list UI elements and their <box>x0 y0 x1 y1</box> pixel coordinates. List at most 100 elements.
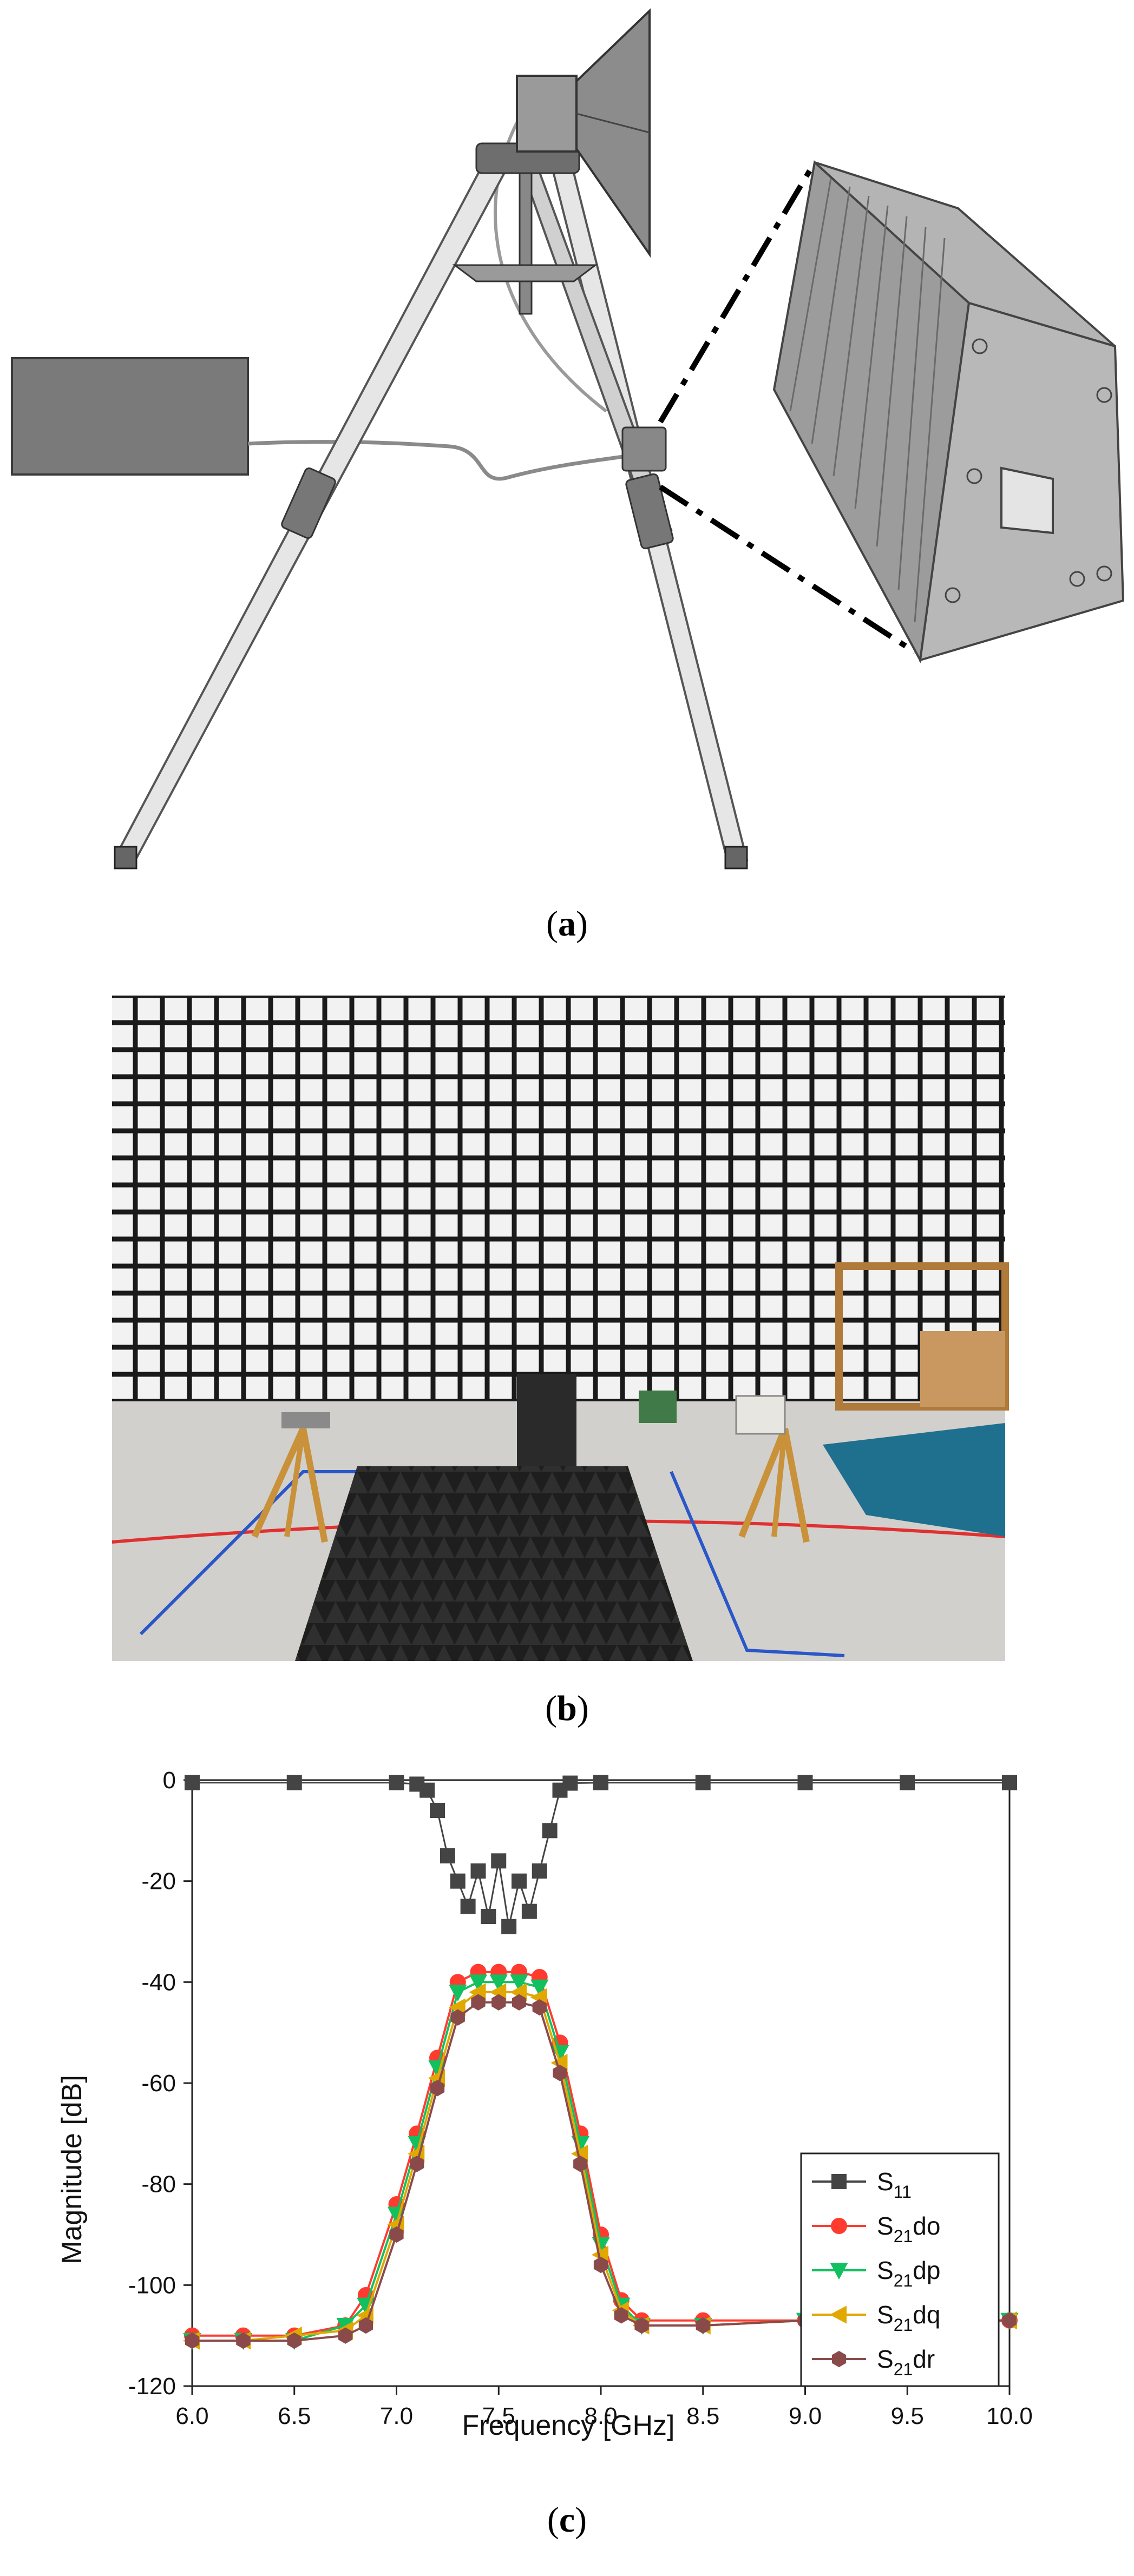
x-tick-label: 9.0 <box>789 2403 822 2429</box>
data-point <box>501 1919 517 1934</box>
data-point <box>286 1775 302 1790</box>
blue-absorbers <box>823 1423 1005 1537</box>
data-point <box>440 1848 455 1863</box>
y-tick-label: -20 <box>141 1868 176 1895</box>
panel-b-photo <box>0 996 1134 1672</box>
legend-label-main: S <box>877 2345 894 2373</box>
legend-marker <box>830 2263 848 2280</box>
data-point <box>510 1974 528 1992</box>
legend-label-tail: do <box>913 2212 940 2240</box>
data-point <box>460 1899 476 1914</box>
legend-label-sub: 21 <box>894 2360 913 2379</box>
data-point <box>512 1873 527 1889</box>
data-point <box>389 2226 404 2243</box>
data-point <box>430 2080 445 2097</box>
data-point <box>338 2327 353 2344</box>
data-point <box>900 1775 915 1790</box>
data-point <box>389 1775 404 1790</box>
y-tick-label: -120 <box>128 2373 176 2400</box>
data-point <box>593 2256 608 2274</box>
legend-label-main: S <box>877 2212 894 2240</box>
legend-label-main: S <box>877 2167 894 2196</box>
x-tick-label: 10.0 <box>986 2403 1033 2429</box>
legend-entry: S21dq <box>812 2301 940 2335</box>
data-point <box>430 1803 445 1818</box>
data-point <box>593 1775 608 1790</box>
legend-label: S21do <box>877 2212 940 2246</box>
data-point <box>1002 1775 1017 1790</box>
chart-series <box>182 1775 1019 2350</box>
data-point <box>449 1985 467 2002</box>
caption-c: (c) <box>547 2500 587 2540</box>
data-point <box>470 1863 486 1879</box>
legend-label-tail: dr <box>913 2345 935 2373</box>
data-point <box>287 2332 301 2349</box>
data-point <box>419 1782 435 1798</box>
data-point <box>695 1775 711 1790</box>
data-point <box>236 2332 251 2349</box>
data-point <box>696 2317 710 2334</box>
data-point <box>532 1863 547 1879</box>
legend-label-sub: 21 <box>894 2315 913 2335</box>
caption-a: (a) <box>546 904 588 944</box>
data-point <box>185 2332 200 2349</box>
data-point <box>562 1775 578 1791</box>
x-tick-label: 6.5 <box>278 2403 311 2429</box>
legend-label-tail: dp <box>913 2256 940 2284</box>
y-tick-label: -40 <box>141 1969 176 1995</box>
y-tick-label: -60 <box>141 2070 176 2097</box>
tripod-left <box>251 1412 330 1543</box>
anechoic-chamber-photo <box>112 996 1009 1661</box>
data-point <box>521 1903 537 1919</box>
data-point <box>481 1909 496 1924</box>
data-point <box>358 2317 373 2334</box>
legend-label: S11 <box>877 2167 912 2202</box>
waveguide-port <box>1000 466 1054 535</box>
data-point <box>542 1823 558 1839</box>
legend-entry: S21dp <box>812 2256 940 2290</box>
data-point <box>410 2156 424 2172</box>
data-point <box>797 1775 813 1790</box>
legend-marker <box>831 2350 847 2368</box>
y-tick-label: -80 <box>141 2171 176 2198</box>
zoom-line-bottom <box>659 484 916 655</box>
legend-entry: S11 <box>812 2167 912 2202</box>
equipment-rack <box>517 1374 576 1466</box>
data-point <box>450 2009 465 2026</box>
data-point <box>634 2317 649 2334</box>
x-tick-label: 6.0 <box>175 2403 208 2429</box>
x-tick-label: 7.0 <box>380 2403 413 2429</box>
legend-label-sub: 21 <box>894 2226 913 2246</box>
data-point <box>532 1999 547 2016</box>
legend-label-sub: 21 <box>894 2271 913 2290</box>
data-point <box>553 2065 567 2081</box>
data-point <box>469 1974 488 1992</box>
legend-entry: S21dr <box>812 2345 935 2379</box>
tripod-right <box>735 1395 810 1543</box>
data-point <box>491 1853 507 1869</box>
x-tick-label: 8.0 <box>584 2403 617 2429</box>
legend-marker <box>831 2218 847 2234</box>
tripod-horn-drawing <box>11 8 1125 869</box>
y-axis-label: Magnitude [dB] <box>56 2075 88 2264</box>
legend-label: S21dp <box>877 2256 940 2290</box>
series-line <box>192 1971 1010 2337</box>
y-tick-label: 0 <box>163 1767 176 1794</box>
pyramidal-absorber <box>295 1466 693 1661</box>
horn-antenna <box>516 8 651 258</box>
legend-label-main: S <box>877 2256 894 2284</box>
panel-a-illustration <box>0 0 1134 877</box>
data-point <box>450 1873 466 1889</box>
legend-label: S21dr <box>877 2345 935 2379</box>
absorber-wall <box>112 996 1005 1401</box>
data-point <box>573 2156 588 2172</box>
data-point <box>185 1775 200 1790</box>
series-line <box>192 1782 1010 1927</box>
legend-entry: S21do <box>812 2212 940 2246</box>
data-point <box>1002 2312 1017 2329</box>
signal-box <box>11 357 249 476</box>
